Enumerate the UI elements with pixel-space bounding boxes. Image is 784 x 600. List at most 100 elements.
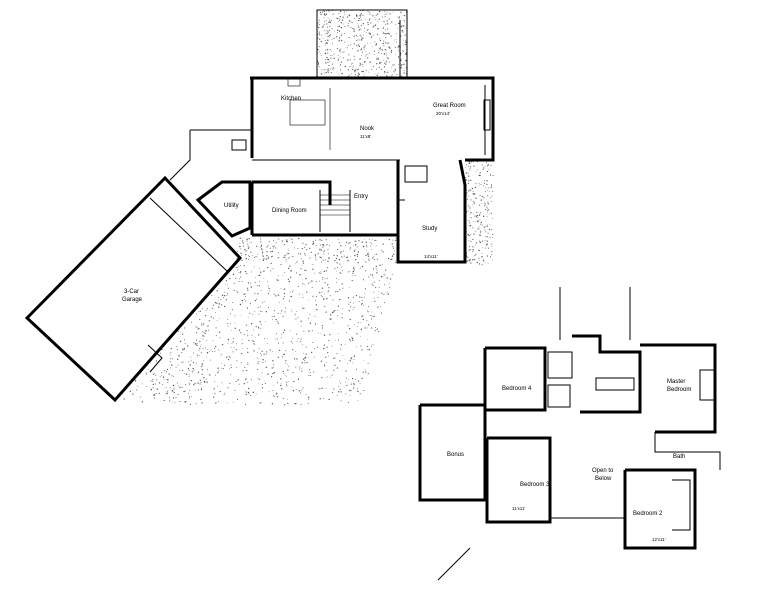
- stipple-dot: [489, 213, 491, 215]
- stipple-dot: [202, 325, 204, 327]
- stipple-dot: [329, 34, 331, 35]
- stipple-dot: [232, 302, 234, 303]
- stipple-dot: [361, 71, 363, 73]
- stipple-dot: [181, 370, 183, 372]
- stipple-dot: [369, 238, 371, 240]
- stipple-dot: [382, 42, 384, 45]
- stipple-dot: [380, 61, 382, 64]
- stipple-dot: [239, 315, 241, 317]
- stipple-dot: [379, 38, 381, 40]
- stipple-dot: [139, 396, 141, 398]
- stipple-dot: [210, 349, 212, 351]
- stipple-dot: [355, 70, 356, 71]
- stipple-dot: [377, 296, 379, 299]
- stipple-dot: [383, 21, 385, 23]
- stipple-dot: [369, 14, 371, 16]
- stipple-dot: [290, 270, 292, 272]
- stipple-dot: [196, 354, 198, 355]
- stipple-dot: [353, 28, 355, 30]
- stipple-dot: [282, 274, 284, 276]
- stipple-dot: [491, 251, 493, 253]
- stipple-dot: [362, 14, 364, 16]
- stipple-dot: [173, 388, 175, 390]
- stipple-dot: [315, 300, 316, 302]
- stipple-dot: [258, 267, 260, 269]
- stipple-dot: [362, 23, 364, 25]
- stipple-dot: [241, 343, 243, 345]
- stipple-dot: [369, 33, 372, 35]
- stipple-dot: [391, 243, 393, 245]
- stipple-dot: [259, 280, 261, 282]
- stipple-dot: [221, 304, 223, 306]
- stipple-dot: [336, 71, 338, 73]
- stipple-dot: [262, 259, 264, 261]
- stipple-dot: [265, 353, 267, 355]
- stipple-dot: [221, 363, 222, 364]
- stipple-dot: [376, 63, 378, 65]
- stipple-dot: [308, 396, 310, 399]
- stipple-dot: [349, 20, 351, 22]
- stipple-dot: [487, 195, 489, 197]
- stipple-dot: [188, 375, 190, 377]
- stipple-dot: [201, 308, 203, 310]
- stipple-dot: [284, 288, 286, 290]
- stipple-dot: [320, 54, 322, 56]
- stipple-dot: [184, 339, 186, 341]
- stipple-dot: [312, 371, 314, 373]
- stipple-dot: [339, 10, 342, 12]
- bedroom-4-label: Bedroom 4: [502, 386, 532, 392]
- stipple-dot: [357, 261, 359, 264]
- stipple-dot: [479, 234, 481, 236]
- stipple-dot: [145, 373, 147, 375]
- stipple-dot: [367, 363, 369, 364]
- stipple-dot: [367, 255, 369, 257]
- stipple-dot: [271, 251, 273, 252]
- stipple-dot: [482, 260, 485, 262]
- open-to-below-label-line1: Open to: [592, 468, 614, 474]
- stipple-dot: [267, 286, 269, 288]
- stipple-dot: [214, 380, 216, 382]
- stipple-dot: [362, 10, 364, 12]
- stipple-dot: [350, 44, 352, 46]
- stipple-dot: [491, 246, 493, 247]
- stipple-dot: [469, 222, 471, 224]
- stipple-dot: [267, 343, 268, 344]
- stipple-dot: [489, 174, 491, 176]
- stipple-dot: [212, 304, 214, 306]
- stipple-dot: [287, 240, 288, 242]
- stipple-dot: [348, 270, 350, 272]
- stipple-dot: [188, 383, 191, 385]
- stipple-dot: [363, 34, 365, 36]
- stipple-dot: [271, 255, 273, 257]
- garage-label-line1: 3-Car: [124, 289, 139, 295]
- stipple-dot: [177, 364, 179, 366]
- stipple-dot: [324, 250, 326, 252]
- stipple-dot: [261, 251, 263, 253]
- stipple-dot: [193, 342, 195, 344]
- stipple-dot: [304, 307, 305, 309]
- stipple-dot: [304, 357, 306, 359]
- stipple-dot: [188, 369, 190, 372]
- stipple-dot: [194, 369, 196, 371]
- stipple-dot: [297, 338, 299, 340]
- stipple-dot: [335, 36, 337, 38]
- stipple-dot: [357, 23, 359, 25]
- stipple-dot: [248, 339, 250, 342]
- stipple-dot: [295, 318, 297, 320]
- nook-dim: 11'x8': [360, 134, 371, 139]
- stipple-dot: [366, 249, 367, 251]
- stipple-dot: [336, 36, 338, 37]
- stipple-dot: [230, 374, 232, 376]
- stipple-dot: [389, 13, 391, 15]
- stipple-dot: [368, 32, 370, 34]
- stipple-dot: [206, 340, 208, 341]
- stipple-dot: [153, 397, 155, 399]
- stipple-dot: [397, 16, 399, 18]
- stipple-dot: [328, 10, 330, 12]
- stipple-dot: [162, 376, 165, 378]
- stipple-dot: [244, 403, 246, 406]
- stipple-dot: [375, 245, 377, 247]
- stipple-dot: [152, 379, 154, 381]
- stipple-dot: [318, 24, 320, 25]
- stipple-dot: [198, 311, 200, 313]
